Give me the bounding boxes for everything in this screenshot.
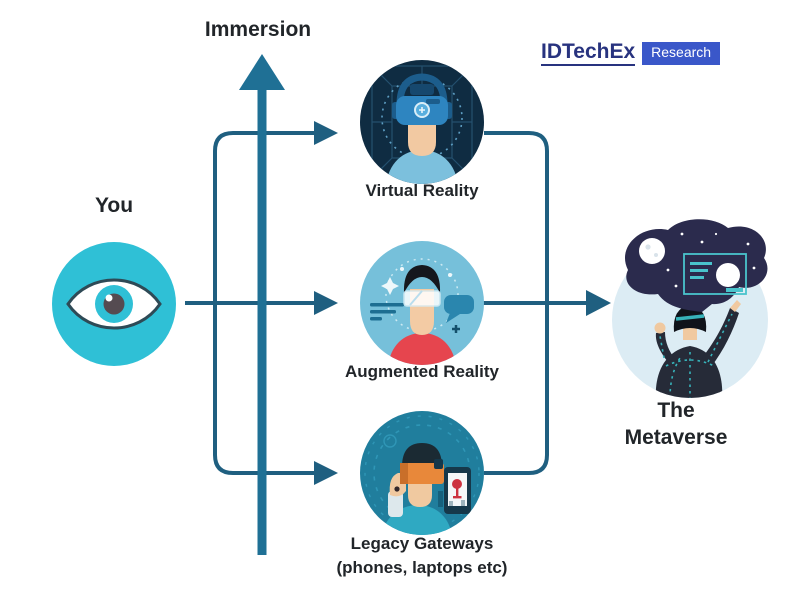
augmented-reality-icon (360, 241, 484, 365)
metaverse-cloud (624, 219, 768, 312)
ar-text-lines (370, 303, 460, 333)
augmented-reality-label: Augmented Reality (345, 362, 499, 381)
metaverse-label-line1: The (657, 399, 695, 422)
legacy-gateways-label-line2: (phones, laptops etc) (336, 557, 508, 577)
legacy-gateways-icon (360, 411, 484, 535)
hologram-panel-content (690, 262, 743, 292)
mocap-lines (659, 313, 733, 398)
you-label: You (94, 194, 134, 217)
legacy-gateways-label: Legacy Gateways (phones, laptops etc) (337, 532, 508, 580)
brand-logo-suffix: Research (642, 42, 721, 65)
brand-logo-text: IDTechEx (541, 40, 636, 67)
ar-sparkle (381, 267, 452, 295)
metaverse-arrowhead (586, 290, 611, 316)
metaverse-label: The Metaverse (625, 397, 728, 452)
immersion-axis-arrow (239, 54, 285, 555)
virtual-reality-icon (360, 60, 484, 184)
eye-icon (52, 242, 176, 366)
immersion-axis-label: Immersion (204, 18, 312, 41)
virtual-reality-label: Virtual Reality (365, 181, 479, 200)
right-bracket-path (482, 131, 588, 475)
hologram-panel (683, 253, 747, 295)
left-bracket-path (185, 131, 316, 475)
brand-logo: IDTechEx Research (541, 40, 721, 67)
metaverse-label-line2: Metaverse (624, 426, 728, 450)
gateway-arrowheads (314, 121, 338, 485)
legacy-gateways-label-line1: Legacy Gateways (350, 534, 494, 553)
metaverse-illustration (612, 219, 768, 398)
